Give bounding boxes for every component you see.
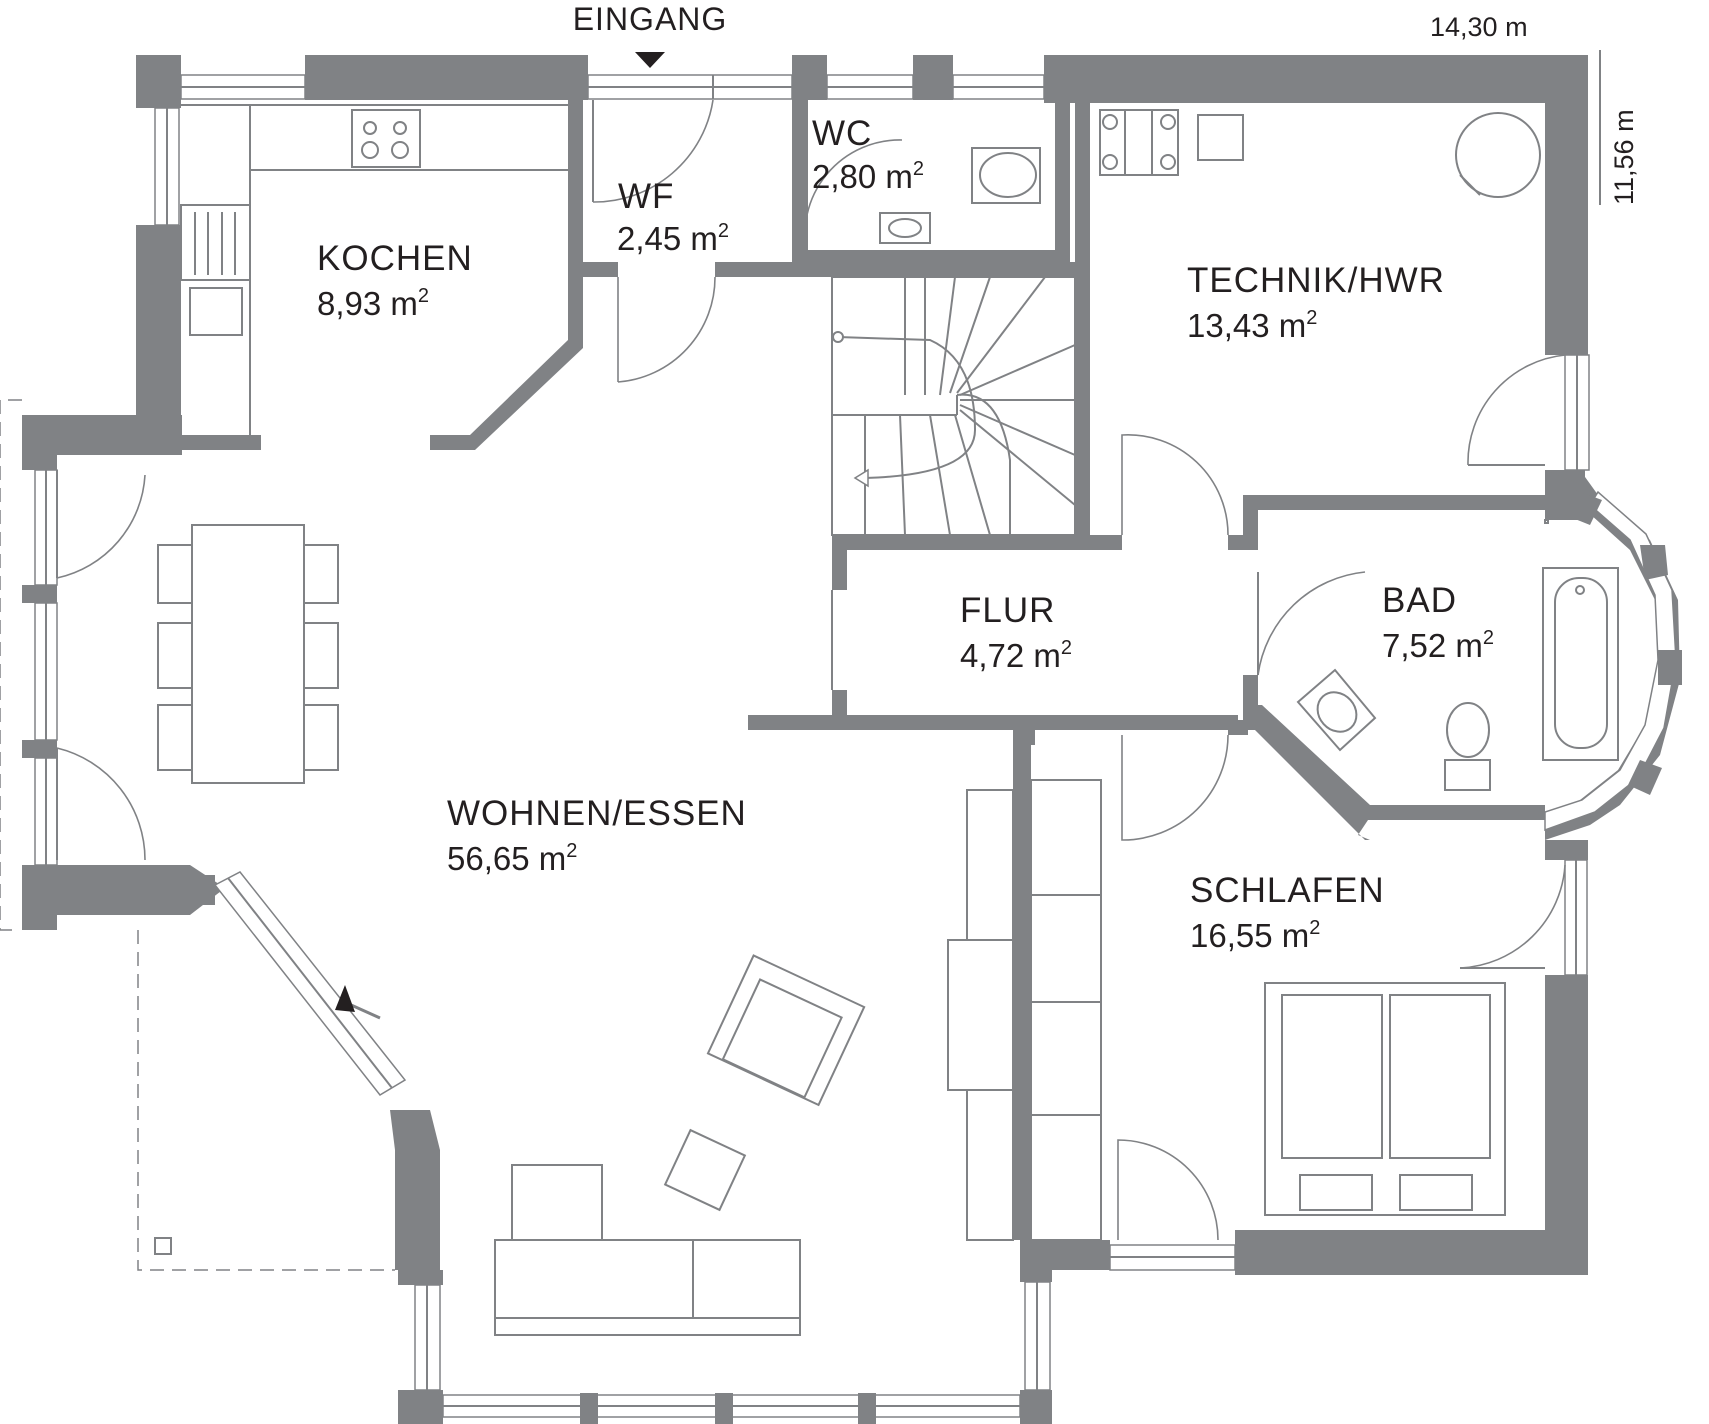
room-name: WOHNEN/ESSEN: [447, 794, 747, 833]
entrance-arrow-icon: [635, 52, 665, 68]
room-bad: BAD 7,52 m2: [1382, 581, 1494, 664]
room-area: 13,43 m2: [1187, 307, 1317, 344]
staircase: [831, 276, 1076, 536]
room-flur: FLUR 4,72 m2: [960, 591, 1072, 674]
depth-dimension: 11,56 m: [1609, 109, 1639, 205]
room-technik-hwr: TECHNIK/HWR 13,43 m2: [1187, 261, 1445, 344]
room-name: FLUR: [960, 591, 1055, 630]
slide-arrow-icon: [335, 985, 381, 1020]
room-area: 7,52 m2: [1382, 627, 1494, 664]
wc-furniture: [879, 147, 1041, 244]
windows: [34, 74, 1590, 1424]
interior-walls: [181, 100, 1588, 1240]
doors: [56, 99, 1566, 1241]
room-wc: WC 2,80 m2: [812, 114, 924, 195]
room-name: KOCHEN: [317, 239, 473, 278]
terrace-outline: [0, 399, 395, 1271]
bay-window: [1544, 470, 1682, 840]
room-area: 8,93 m2: [317, 285, 429, 322]
entrance-marker: [635, 52, 665, 68]
technik-furniture: [1099, 109, 1541, 198]
entrance-label: EINGANG: [573, 1, 728, 37]
room-name: BAD: [1382, 581, 1457, 620]
bed: [1264, 982, 1506, 1216]
room-schlafen: SCHLAFEN 16,55 m2: [1190, 871, 1385, 954]
room-wohnen-essen: WOHNEN/ESSEN 56,65 m2: [447, 794, 747, 877]
width-dimension: 14,30 m: [1430, 12, 1528, 42]
living-furniture: [157, 524, 1102, 1336]
room-area: 2,45 m2: [617, 220, 729, 257]
room-name: TECHNIK/HWR: [1187, 261, 1445, 300]
room-wf: WF 2,45 m2: [617, 177, 729, 257]
room-area: 4,72 m2: [960, 637, 1072, 674]
room-name: WF: [618, 177, 674, 216]
room-area: 2,80 m2: [812, 158, 924, 195]
bad-furniture: [1296, 519, 1619, 791]
room-name: SCHLAFEN: [1190, 871, 1385, 910]
room-area: 56,65 m2: [447, 840, 577, 877]
room-kochen: KOCHEN 8,93 m2: [317, 239, 473, 322]
room-area: 16,55 m2: [1190, 917, 1320, 954]
room-name: WC: [812, 114, 872, 153]
kitchen-furniture: [180, 104, 568, 435]
